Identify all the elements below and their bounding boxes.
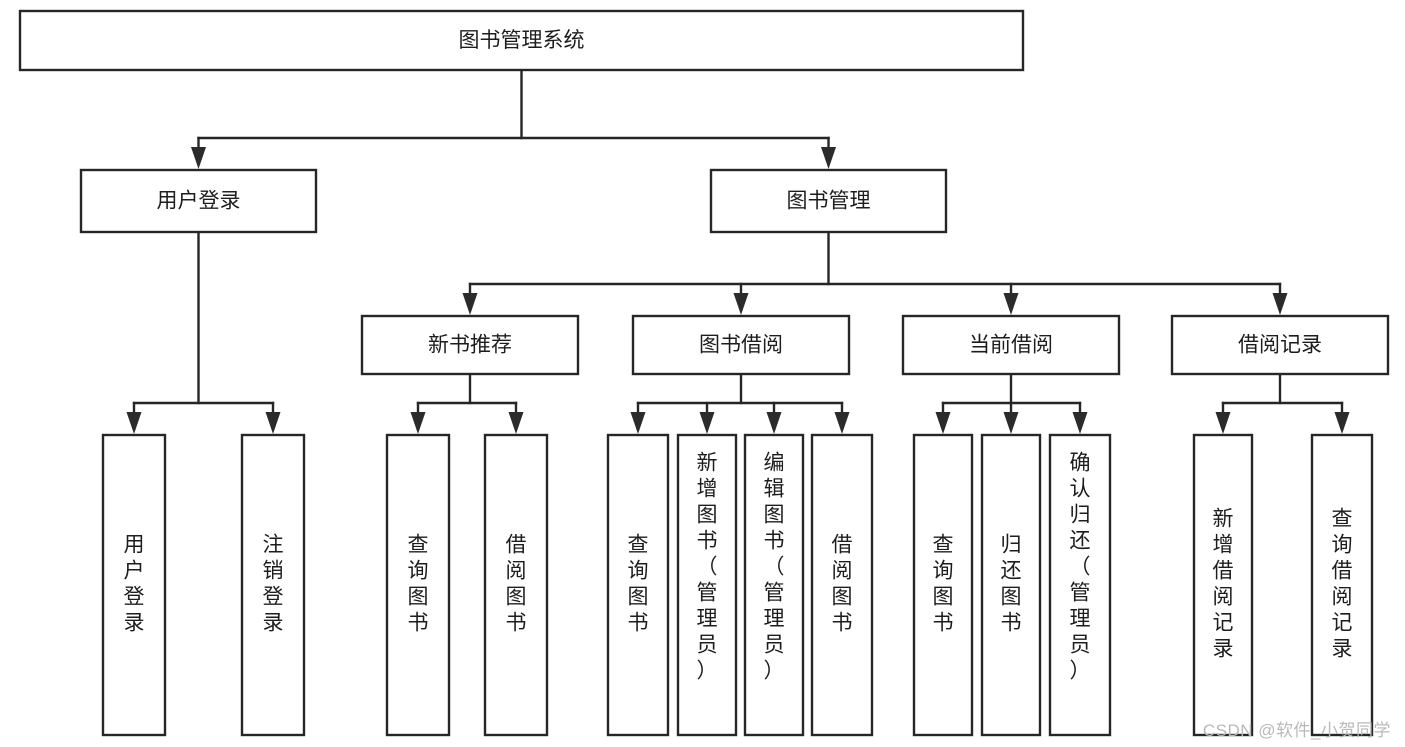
node-box-root	[18, 9, 1025, 72]
arrow-head-icon	[126, 412, 142, 434]
node-box-new-book-rec	[360, 314, 580, 376]
arrow-head-icon	[699, 412, 715, 434]
node-box-leaf-query-book-1	[385, 433, 451, 737]
arrow-head-icon	[1072, 412, 1088, 434]
node-root[interactable]: 图书管理系统	[18, 9, 1025, 72]
node-box-leaf-query-book-3	[912, 433, 974, 737]
node-book-borrow[interactable]: 图书借阅	[631, 314, 851, 376]
node-label-current-borrow: 当前借阅	[969, 334, 1053, 357]
arrow-head-icon	[935, 412, 951, 434]
node-book-manage[interactable]: 图书管理	[709, 168, 948, 234]
arrow-head-icon	[462, 293, 478, 315]
node-box-leaf-add-book	[676, 433, 738, 737]
arrow-head-icon	[265, 412, 281, 434]
node-label-leaf-borrow-book-2: 借阅图书	[832, 534, 853, 635]
arrow-head-icon	[1003, 293, 1019, 315]
node-label-leaf-query-book-3: 查询图书	[933, 534, 954, 635]
node-label-book-manage: 图书管理	[787, 190, 871, 213]
node-current-borrow[interactable]: 当前借阅	[901, 314, 1121, 376]
node-leaf-user-logout[interactable]: 注销登录	[240, 433, 306, 737]
node-leaf-edit-book[interactable]: 编辑图书（管理员）	[743, 433, 805, 737]
edge-group-book-borrow	[630, 372, 850, 434]
node-box-leaf-user-login	[101, 433, 167, 737]
arrow-head-icon	[834, 412, 850, 434]
node-box-leaf-confirm-ret	[1048, 433, 1112, 737]
node-box-leaf-return-book	[980, 433, 1042, 737]
node-label-leaf-confirm-ret: 确认归还（管理员）	[1070, 452, 1091, 683]
node-box-leaf-query-record	[1310, 433, 1374, 737]
arrow-head-icon	[733, 293, 749, 315]
node-box-leaf-borrow-book-1	[483, 433, 549, 737]
node-label-leaf-return-book: 归还图书	[1001, 534, 1022, 635]
node-label-leaf-query-book-1: 查询图书	[408, 534, 429, 635]
node-boxes: 图书管理系统用户登录图书管理新书推荐图书借阅当前借阅借阅记录用户登录注销登录查询…	[18, 9, 1390, 737]
node-box-book-borrow	[631, 314, 851, 376]
node-label-leaf-add-record: 新增借阅记录	[1213, 508, 1234, 661]
arrow-head-icon	[191, 147, 206, 169]
node-leaf-return-book[interactable]: 归还图书	[980, 433, 1042, 737]
node-user-login[interactable]: 用户登录	[79, 168, 318, 234]
node-leaf-borrow-book-2[interactable]: 借阅图书	[810, 433, 874, 737]
arrow-head-icon	[766, 412, 782, 434]
node-leaf-query-book-2[interactable]: 查询图书	[606, 433, 670, 737]
arrow-head-icon	[1215, 412, 1231, 434]
connector-lines	[126, 68, 1350, 434]
node-label-leaf-user-logout: 注销登录	[263, 534, 284, 635]
node-new-book-rec[interactable]: 新书推荐	[360, 314, 580, 376]
arrow-head-icon	[1334, 412, 1350, 434]
edge-group-root	[191, 68, 836, 169]
node-box-leaf-edit-book	[743, 433, 805, 737]
node-box-leaf-user-logout	[240, 433, 306, 737]
node-label-user-login: 用户登录	[157, 190, 241, 213]
node-box-leaf-add-record	[1192, 433, 1254, 737]
node-label-root: 图书管理系统	[459, 29, 585, 52]
arrow-head-icon	[630, 412, 646, 434]
arrow-head-icon	[1003, 412, 1019, 434]
node-box-leaf-borrow-book-2	[810, 433, 874, 737]
node-box-borrow-record	[1170, 314, 1390, 376]
arrow-head-icon	[508, 412, 524, 434]
node-label-new-book-rec: 新书推荐	[428, 334, 512, 357]
node-leaf-add-record[interactable]: 新增借阅记录	[1192, 433, 1254, 737]
node-label-leaf-edit-book: 编辑图书（管理员）	[764, 452, 785, 683]
node-box-book-manage	[709, 168, 948, 234]
node-box-current-borrow	[901, 314, 1121, 376]
node-borrow-record[interactable]: 借阅记录	[1170, 314, 1390, 376]
node-leaf-borrow-book-1[interactable]: 借阅图书	[483, 433, 549, 737]
node-leaf-query-book-1[interactable]: 查询图书	[385, 433, 451, 737]
node-leaf-user-login[interactable]: 用户登录	[101, 433, 167, 737]
edge-group-new-book-rec	[410, 372, 524, 434]
node-leaf-confirm-ret[interactable]: 确认归还（管理员）	[1048, 433, 1112, 737]
node-label-leaf-query-book-2: 查询图书	[628, 534, 649, 635]
node-label-leaf-user-login: 用户登录	[124, 534, 145, 635]
edge-group-user-login	[126, 230, 281, 434]
edge-group-current-borrow	[935, 372, 1088, 434]
node-box-leaf-query-book-2	[606, 433, 670, 737]
node-leaf-query-book-3[interactable]: 查询图书	[912, 433, 974, 737]
node-box-user-login	[79, 168, 318, 234]
edge-group-borrow-record	[1215, 372, 1350, 434]
arrow-head-icon	[1272, 293, 1288, 315]
node-label-leaf-query-record: 查询借阅记录	[1332, 508, 1353, 661]
arrow-head-icon	[821, 147, 836, 169]
arrow-head-icon	[410, 412, 426, 434]
node-label-leaf-add-book: 新增图书（管理员）	[697, 452, 718, 683]
node-label-book-borrow: 图书借阅	[699, 334, 783, 357]
node-leaf-query-record[interactable]: 查询借阅记录	[1310, 433, 1374, 737]
edge-group-book-manage	[462, 230, 1288, 315]
node-label-borrow-record: 借阅记录	[1238, 334, 1322, 357]
node-leaf-add-book[interactable]: 新增图书（管理员）	[676, 433, 738, 737]
node-label-leaf-borrow-book-1: 借阅图书	[506, 534, 527, 635]
